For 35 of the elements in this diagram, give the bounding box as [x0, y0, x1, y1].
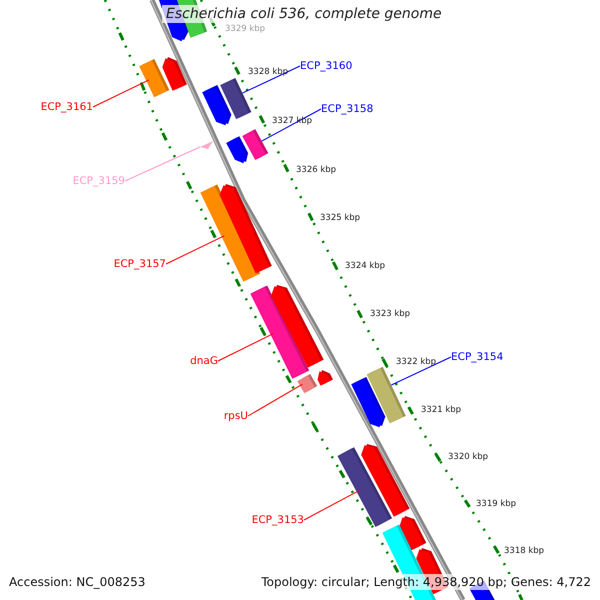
gene-label: ECP_3153 [252, 514, 304, 526]
gene-label: dnaG [190, 355, 218, 367]
gene-label: rpsU [224, 410, 248, 422]
gene-label: ECP_3158 [321, 103, 374, 115]
gene-label: ECP_3157 [114, 258, 166, 270]
scale-tick-label: 3324 kbp [345, 261, 386, 271]
gene-bar [220, 78, 252, 120]
leader-line [242, 66, 300, 94]
gene-label: ECP_3159 [72, 175, 125, 187]
gene-label: ECP_3161 [40, 101, 93, 113]
scale-tick-label: 3327 kbp [272, 116, 312, 126]
scale-tick-label: 3329 kbp [225, 24, 266, 34]
gene-label: ECP_3154 [451, 351, 504, 363]
leader-line [304, 490, 360, 520]
scale-tick-label: 3319 kbp [476, 499, 516, 509]
gene-bar [366, 366, 406, 424]
leader-line [166, 235, 225, 264]
scale-tick-label: 3321 kbp [421, 405, 462, 415]
gene-bar [242, 129, 268, 160]
gene-label: ECP_3160 [300, 60, 352, 72]
leader-line [92, 79, 150, 108]
scale-tick-label: 3325 kbp [320, 213, 360, 223]
gene-marker [200, 141, 213, 149]
leader-line [218, 333, 274, 362]
scale-tick-label: 3323 kbp [370, 309, 410, 319]
leader-line [390, 356, 452, 386]
scale-tick-label: 3320 kbp [448, 452, 488, 462]
scale-tick-label: 3322 kbp [396, 357, 436, 367]
scale-tick-label: 3318 kbp [504, 546, 544, 556]
leader-line [248, 384, 303, 416]
leader-line [261, 108, 322, 142]
scale-tick-label: 3328 kbp [248, 67, 288, 77]
scale-tick-label: 3326 kbp [296, 165, 336, 175]
gene-bar [297, 374, 318, 394]
leader-line [124, 146, 200, 182]
